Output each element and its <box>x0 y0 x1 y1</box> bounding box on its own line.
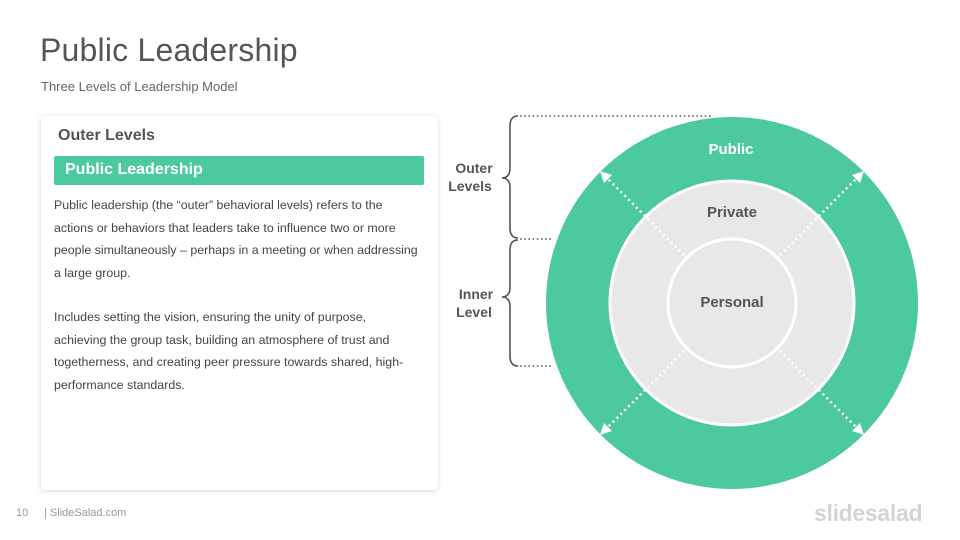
card-paragraph-1: Public leadership (the “outer” behaviora… <box>54 198 418 280</box>
ring-label-public: Public <box>708 141 753 158</box>
dotted-connectors <box>520 115 712 367</box>
brand-logo: slidesalad <box>814 500 923 526</box>
info-card: Outer Levels Public Leadership Public le… <box>41 116 438 490</box>
ring-personal <box>666 237 798 369</box>
bracket-label-inner-2: Level <box>456 304 492 320</box>
ring-label-private: Private <box>707 204 757 221</box>
ring-label-personal: Personal <box>700 294 763 311</box>
arrow-heads <box>600 171 864 435</box>
bracket-label-inner-1: Inner <box>459 286 494 302</box>
footer-site-link[interactable]: | SlideSalad.com <box>44 507 127 519</box>
bracket-label-outer-1: Outer <box>455 160 493 176</box>
page-subtitle: Three Levels of Leadership Model <box>41 79 238 94</box>
bracket-label-outer-2: Levels <box>448 178 492 194</box>
arrow-head-bottom-right <box>852 423 864 435</box>
card-banner-label: Public Leadership <box>65 161 203 178</box>
bracket-inner <box>501 239 519 367</box>
bracket-outer <box>501 115 519 239</box>
arrow-head-top-right <box>852 171 864 183</box>
arrow-head-top-left <box>600 171 612 183</box>
card-paragraph-2: Includes setting the vision, ensuring th… <box>54 310 404 392</box>
arrow-head-bottom-left <box>600 423 612 435</box>
page-number: 10 <box>16 507 29 519</box>
leadership-levels-diagram: Public Private Personal Outer Levels Inn… <box>448 115 918 489</box>
page-title: Public Leadership <box>40 32 298 68</box>
card-banner: Public Leadership <box>54 156 424 185</box>
card-heading: Outer Levels <box>58 127 155 144</box>
